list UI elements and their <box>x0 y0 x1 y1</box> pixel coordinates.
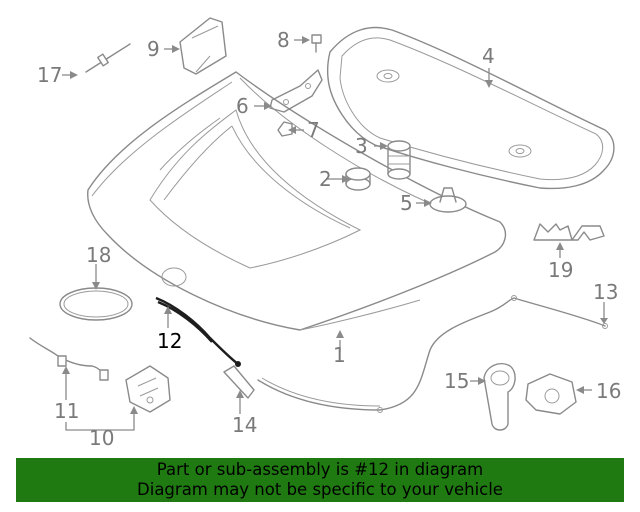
hood-insulator-pad <box>326 26 615 190</box>
callout-3: 3 <box>355 134 368 158</box>
support-rod-highlighted <box>155 296 241 367</box>
bolt <box>311 34 322 53</box>
callout-13: 13 <box>593 280 618 304</box>
grommet <box>429 187 467 213</box>
clip <box>277 121 293 137</box>
release-lever <box>483 362 516 431</box>
hood-panel <box>87 71 507 331</box>
hood-latch <box>125 365 171 413</box>
callout-10: 10 <box>89 426 114 450</box>
release-handle <box>223 365 255 399</box>
callout-8: 8 <box>277 28 290 52</box>
callout-6: 6 <box>236 94 249 118</box>
callout-19: 19 <box>548 258 573 282</box>
callout-17: 17 <box>37 63 62 87</box>
callout-5: 5 <box>400 191 413 215</box>
hood-hinge <box>179 17 227 75</box>
gas-strut <box>85 43 131 73</box>
callout-11: 11 <box>54 399 79 423</box>
callout-labels: 1 2 3 4 5 6 7 8 9 10 11 12 13 14 15 16 1… <box>37 28 621 450</box>
callout-14: 14 <box>232 413 257 437</box>
callout-15: 15 <box>444 369 469 393</box>
callout-2: 2 <box>319 167 332 191</box>
leader-lines <box>62 36 608 431</box>
kia-emblem <box>533 223 605 241</box>
bumper-stop-large <box>387 140 411 180</box>
callout-9: 9 <box>147 37 160 61</box>
banner-line-1: Part or sub-assembly is #12 in diagram <box>156 460 484 479</box>
callout-16: 16 <box>596 379 621 403</box>
info-banner: Part or sub-assembly is #12 in diagram D… <box>16 458 624 502</box>
bracket <box>269 69 323 113</box>
callout-12: 12 <box>157 329 182 353</box>
release-assembly <box>525 373 577 415</box>
banner-line-2: Diagram may not be specific to your vehi… <box>137 480 503 499</box>
release-cable <box>257 295 608 413</box>
seal-ring <box>59 287 133 321</box>
callout-18: 18 <box>86 243 111 267</box>
wire-harness <box>29 337 109 381</box>
callout-1: 1 <box>333 343 346 367</box>
callout-7: 7 <box>307 118 320 142</box>
callout-4: 4 <box>482 44 495 68</box>
bumper-stop-small <box>345 167 371 191</box>
